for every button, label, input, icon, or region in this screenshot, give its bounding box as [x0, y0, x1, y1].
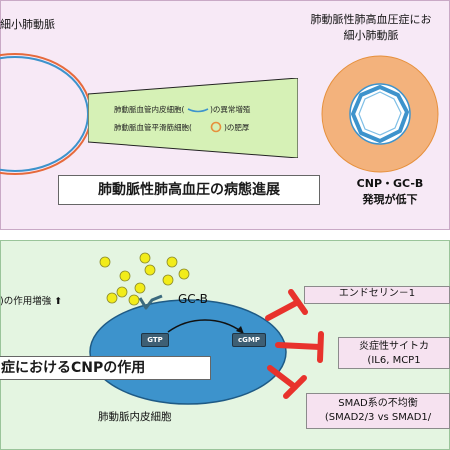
endothelial-cell-icon [187, 108, 209, 113]
pah-artery-label-line2: 細小肺動脈 [343, 29, 399, 42]
cnp-ligand [134, 282, 146, 294]
funnel-shape [88, 78, 298, 158]
funnel-text-endothelial: 肺動脈血管内皮細胞( [114, 104, 184, 114]
cnp-decrease-label: CNP・GC-B 発現が低下 [340, 176, 440, 208]
cytokine-box: 炎症性サイトカ (IL6, MCP1 [338, 337, 450, 369]
endothelial-cell [89, 299, 287, 405]
pah-artery-label-line1: 肺動脈性肺高血圧症にお [310, 13, 432, 26]
cnp-ligand [139, 252, 151, 264]
cnp-ligands [99, 252, 190, 306]
small-artery-label: 細小肺動脈 [0, 18, 55, 31]
cnp-ligand [116, 286, 128, 298]
cgmp-label: cGMP [232, 333, 266, 347]
funnel-text-smooth-muscle-suffix: )の肥厚 [224, 123, 250, 132]
gtp-to-cgmp-arrowhead [236, 326, 244, 334]
smad-box-line2: (SMAD2/3 vs SMAD1/ [324, 412, 432, 423]
progression-funnel: 肺動脈血管内皮細胞( )の異常増殖 肺動脈血管平滑筋細胞( )の肥厚 [88, 78, 298, 158]
cytokine-box-line2: (IL6, MCP1 [367, 355, 421, 366]
cnp-action-title: 症におけるCNPの作用 [0, 356, 211, 380]
gtp-to-cgmp-arrow [167, 319, 243, 333]
cnp-ligand [162, 274, 174, 286]
increase-arrow-icon: ⬆ [54, 296, 63, 307]
gcb-label: GC-B [178, 292, 208, 306]
funnel-text-smooth-muscle: 肺動脈血管平滑筋細胞( [114, 122, 192, 132]
inhibit-cytokine [275, 331, 324, 363]
cnp-decrease-line2: 発現が低下 [362, 193, 418, 206]
pah-artery-label: 肺動脈性肺高血圧症にお 細小肺動脈 [286, 12, 450, 44]
pah-artery-diagram [321, 55, 439, 173]
cnp-decrease-line1: CNP・GC-B [356, 177, 424, 190]
cnp-effect-label: )の作用増強 ⬆ [0, 293, 62, 307]
cnp-ligand [128, 294, 140, 306]
gcb-receptor [138, 294, 163, 310]
funnel-text-endothelial-suffix: )の異常増殖 [210, 104, 251, 114]
gtp-label: GTP [141, 333, 169, 347]
endothelial-cell-label: 肺動脈内皮細胞 [98, 411, 172, 423]
cytokine-box-line1: 炎症性サイトカ [359, 341, 429, 352]
pathology-title: 肺動脈性肺高血圧の病態進展 [58, 175, 320, 205]
smad-box-line1: SMAD系の不均衡 [338, 398, 418, 409]
cnp-ligand [106, 292, 118, 304]
inhibit-smad [267, 365, 307, 399]
normal-artery-inner-wall [0, 56, 89, 172]
smooth-muscle-cell-icon [210, 121, 222, 133]
pah-artery-intima [351, 85, 409, 143]
normal-artery-diagram [0, 53, 92, 175]
cnp-effect-text: )の作用増強 [0, 296, 52, 307]
cnp-ligand [144, 264, 156, 276]
endothelin-box: エンドセリン－1 [304, 286, 450, 304]
cnp-ligand [166, 256, 178, 268]
pah-artery-intima-inner [358, 91, 402, 136]
cnp-ligand [99, 256, 111, 268]
cnp-ligand [178, 268, 190, 280]
smad-box: SMAD系の不均衡 (SMAD2/3 vs SMAD1/ [306, 393, 450, 429]
cnp-ligand [119, 270, 131, 282]
normal-artery-outer-wall [0, 53, 92, 175]
inhibit-endothelin [265, 289, 308, 321]
